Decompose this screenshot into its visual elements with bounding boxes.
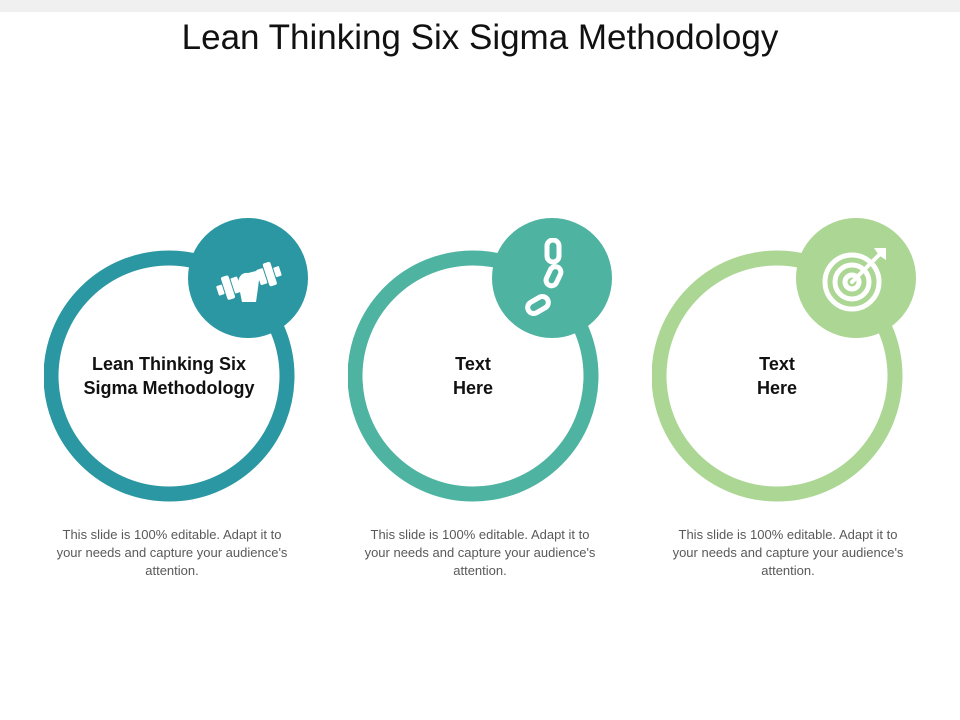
badge-1 bbox=[188, 218, 308, 338]
top-strip bbox=[0, 0, 960, 12]
step-title-3-line2: Here bbox=[756, 378, 798, 398]
ring-1 bbox=[44, 250, 295, 502]
dumbbell-fist-icon bbox=[216, 261, 282, 302]
badge-2 bbox=[492, 218, 612, 338]
step-description-1: This slide is 100% editable. Adapt it to… bbox=[56, 527, 288, 578]
step-title-1-line2: Sigma Methodology bbox=[83, 378, 255, 398]
step-title-1: Lean Thinking Six Sigma Methodology bbox=[74, 352, 264, 400]
step-title-3-line1: Text bbox=[759, 354, 795, 374]
badge-3 bbox=[796, 218, 916, 338]
step-description-2: This slide is 100% editable. Adapt it to… bbox=[364, 527, 596, 578]
ring-2 bbox=[348, 250, 599, 502]
ring-3 bbox=[652, 250, 903, 502]
step-item-3: Text Here This slide is 100% editable. A… bbox=[652, 210, 952, 590]
step-title-2-line2: Here bbox=[452, 378, 494, 398]
step-item-1: Lean Thinking Six Sigma Methodology This… bbox=[44, 210, 344, 590]
step-title-1-line1: Lean Thinking Six bbox=[91, 354, 247, 374]
step-title-2-line1: Text bbox=[455, 354, 491, 374]
step-item-2: Text Here This slide is 100% editable. A… bbox=[348, 210, 648, 590]
chain-link-icon bbox=[525, 238, 564, 316]
target-arrow-icon bbox=[822, 248, 886, 312]
slide-title: Lean Thinking Six Sigma Methodology bbox=[181, 18, 779, 57]
step-title-2: Text Here bbox=[378, 352, 568, 400]
step-title-3: Text Here bbox=[682, 352, 872, 400]
step-description-3: This slide is 100% editable. Adapt it to… bbox=[672, 527, 904, 578]
